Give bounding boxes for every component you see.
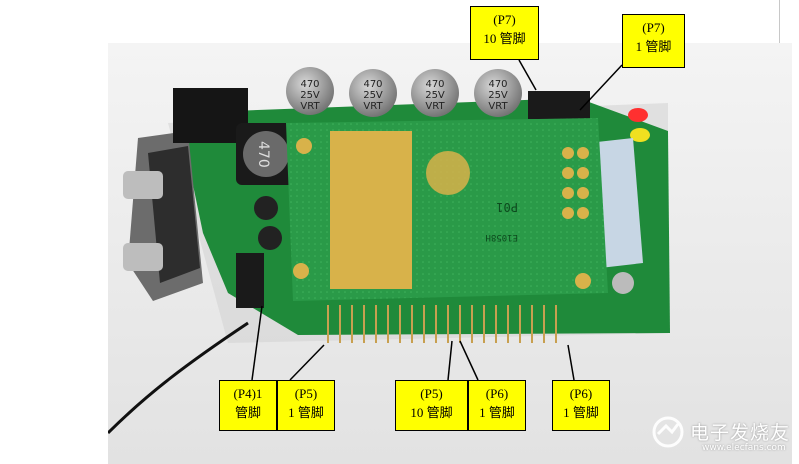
capacitor-label: VRT <box>300 101 320 112</box>
callout-p7-pin1: (P7) 1 管脚 <box>622 14 685 68</box>
svg-text:470: 470 <box>425 79 444 90</box>
svg-text:VRT: VRT <box>363 101 383 112</box>
svg-text:25V: 25V <box>425 90 445 101</box>
capacitor-label: 25V <box>300 90 320 101</box>
watermark-text: 电子发烧友 <box>690 422 791 444</box>
callout-label: (P5) <box>420 386 443 401</box>
callout-label: 1 管脚 <box>288 405 324 420</box>
callout-label: (P6) <box>569 386 593 401</box>
inductor-label: 470 <box>255 141 271 168</box>
callout-label: (P5) <box>294 386 318 401</box>
callout-label: 1 管脚 <box>635 39 672 54</box>
svg-text:VRT: VRT <box>488 101 508 112</box>
watermark-url: www.elecfans.com <box>702 443 786 453</box>
watermark-logo-icon <box>652 416 684 448</box>
callout-label: (P7) <box>642 20 665 35</box>
callout-p7-pin10: (P7) 10 管脚 <box>470 6 539 60</box>
callout-label: (P4)1 <box>233 386 263 401</box>
callout-p6-pin1-b: (P6) 1 管脚 <box>552 380 610 431</box>
callout-p6-pin1-a: (P6) 1 管脚 <box>468 380 526 431</box>
callout-label: 1 管脚 <box>479 405 515 420</box>
callout-p5-pin10: (P5) 10 管脚 <box>395 380 468 431</box>
callout-p5-pin1: (P5) 1 管脚 <box>277 380 335 431</box>
svg-text:470: 470 <box>488 79 507 90</box>
callout-label: 管脚 <box>234 405 261 420</box>
svg-text:470: 470 <box>363 79 382 90</box>
capacitor-label: 470 <box>300 79 319 90</box>
callout-label: 10 管脚 <box>410 405 453 420</box>
callout-label: (P7) <box>493 12 516 27</box>
svg-text:25V: 25V <box>363 90 383 101</box>
callout-label: 1 管脚 <box>563 405 599 420</box>
module-code: E1058H <box>485 232 518 242</box>
callout-label: (P6) <box>485 386 509 401</box>
callout-label: 10 管脚 <box>483 31 526 46</box>
module-label: P01 <box>496 200 518 214</box>
callout-p4-pin1: (P4)1 管脚 <box>219 380 277 431</box>
svg-text:25V: 25V <box>488 90 508 101</box>
svg-text:VRT: VRT <box>425 101 445 112</box>
